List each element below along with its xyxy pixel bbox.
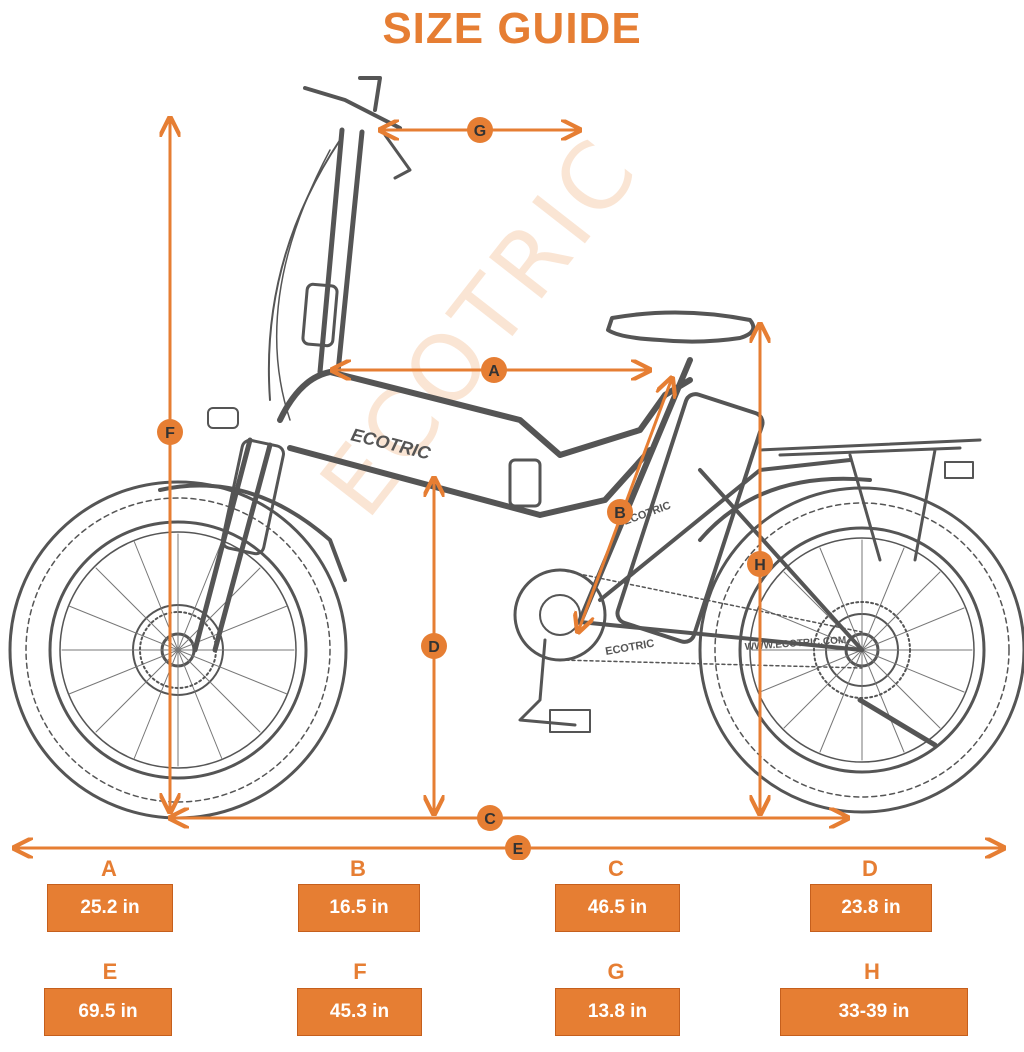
- svg-text:A: A: [488, 363, 500, 380]
- label-b: B: [350, 856, 366, 881]
- value-a: 25.2 in: [47, 884, 173, 932]
- svg-text:D: D: [428, 639, 440, 656]
- marker-h: H: [747, 551, 773, 577]
- frame-brand-text: ECOTRIC: [349, 424, 433, 463]
- marker-g: G: [467, 117, 493, 143]
- svg-text:F: F: [165, 425, 175, 442]
- page-title: SIZE GUIDE: [382, 4, 642, 53]
- svg-text:H: H: [754, 557, 766, 574]
- bike-size-diagram: ECOTRIC ECOTRIC ECOTRIC WWW.ECOTRIC.COM …: [8, 76, 1024, 860]
- measurement-markers: A B C D E F G H: [157, 117, 773, 860]
- svg-text:E: E: [513, 841, 524, 858]
- value-f: 45.3 in: [297, 988, 422, 1036]
- marker-f: F: [157, 419, 183, 445]
- marker-d: D: [421, 633, 447, 659]
- value-g: 13.8 in: [555, 988, 680, 1036]
- label-a: A: [101, 856, 117, 881]
- label-f: F: [353, 959, 367, 984]
- svg-text:G: G: [474, 123, 486, 140]
- value-c: 46.5 in: [555, 884, 680, 932]
- svg-text:C: C: [484, 811, 496, 828]
- value-d: 23.8 in: [810, 884, 932, 932]
- label-c: C: [608, 856, 624, 881]
- marker-e: E: [505, 835, 531, 860]
- value-b: 16.5 in: [298, 884, 420, 932]
- front-wheel: [8, 480, 348, 820]
- value-e: 69.5 in: [44, 988, 172, 1036]
- marker-b: B: [607, 499, 633, 525]
- label-g: G: [607, 959, 625, 984]
- label-e: E: [102, 959, 118, 984]
- stay-brand-text: ECOTRIC: [604, 638, 655, 658]
- label-d: D: [862, 856, 878, 881]
- bike-illustration: [8, 76, 1024, 820]
- value-h: 33-39 in: [780, 988, 968, 1036]
- label-h: H: [864, 959, 880, 984]
- marker-a: A: [481, 357, 507, 383]
- svg-text:B: B: [614, 505, 626, 522]
- marker-c: C: [477, 805, 503, 831]
